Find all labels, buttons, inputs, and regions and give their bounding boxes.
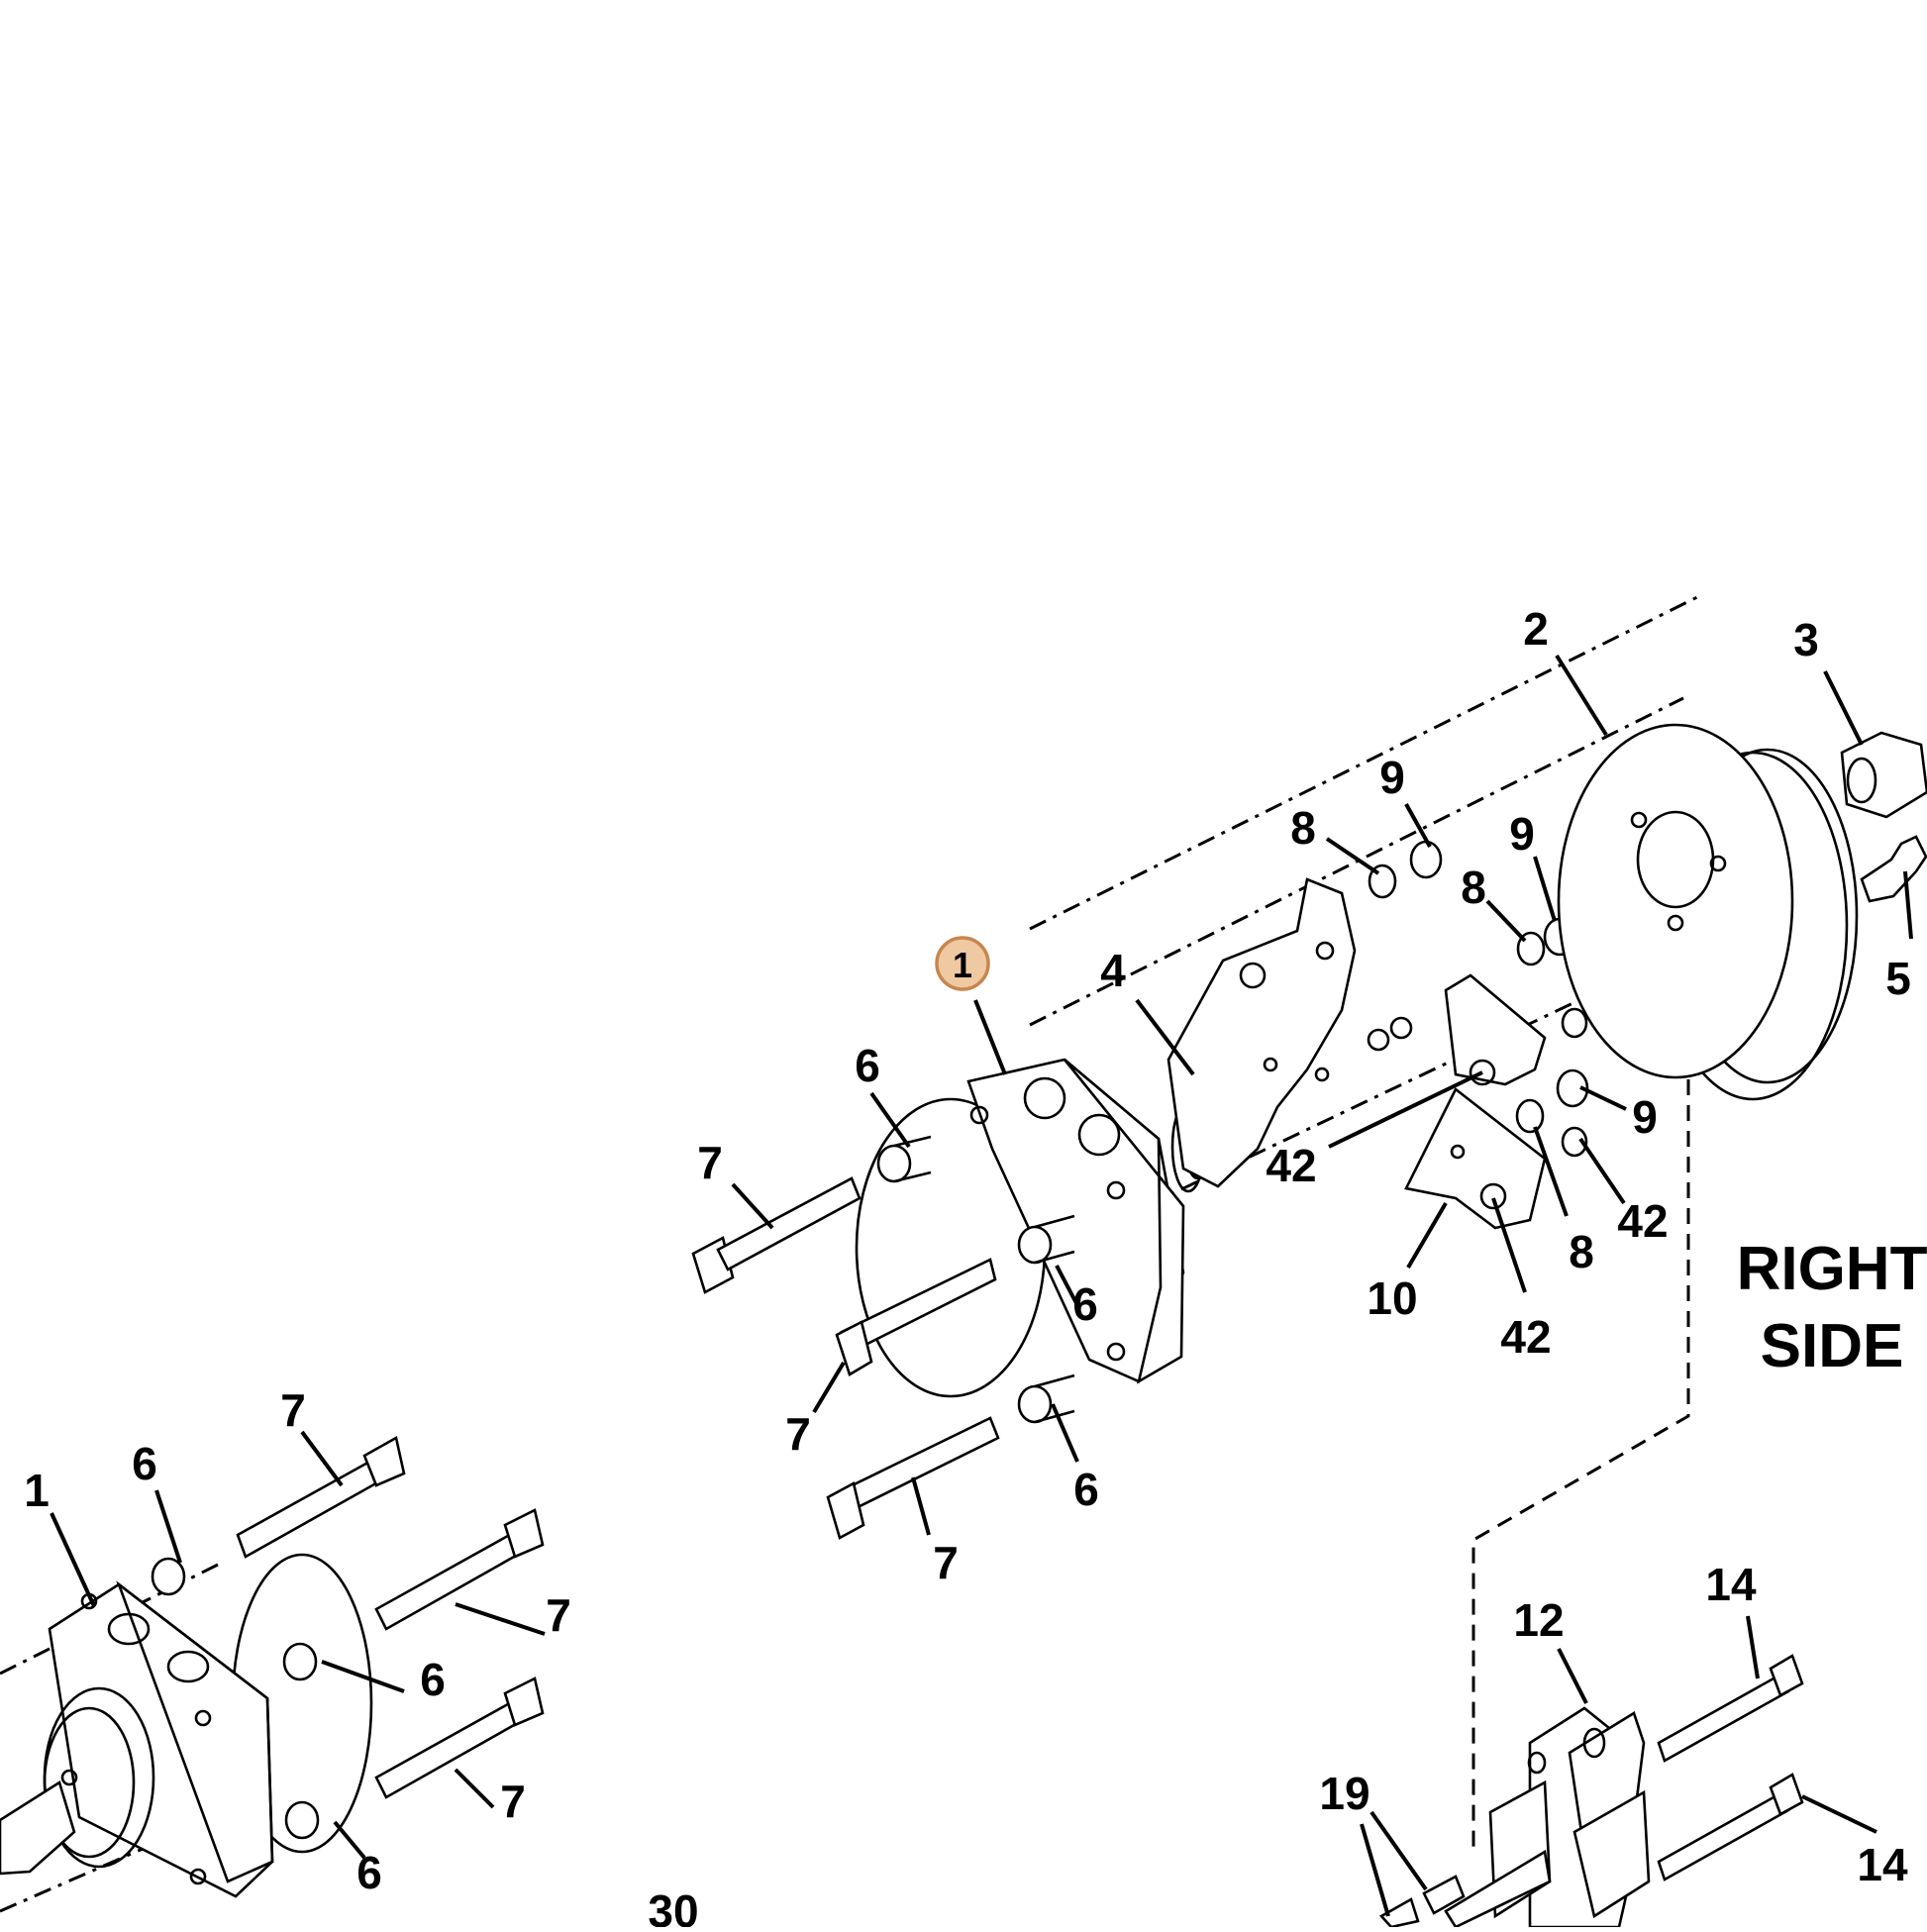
callout-8: 8 [1569,1226,1594,1277]
bolts-and-spacers [691,1135,1075,1540]
callouts: 2 3 4 5 6 6 6 7 7 7 8 8 8 9 9 9 10 42 42… [24,603,1911,1932]
hotspot-item-1[interactable]: 1 [935,936,990,991]
callout-19: 19 [1319,1768,1369,1819]
callout-30: 30 [648,1885,698,1927]
callout-3: 3 [1793,614,1819,665]
section-label-line2: SIDE [1761,1312,1904,1380]
callout-6: 6 [1072,1278,1098,1330]
callout-7: 7 [697,1137,723,1188]
callout-9: 9 [1379,752,1405,803]
callout-12: 12 [1513,1594,1564,1646]
callout-7: 7 [280,1384,306,1436]
callout-1: 1 [24,1465,50,1516]
callout-7: 7 [546,1589,571,1641]
callout-6: 6 [132,1438,157,1489]
callout-6: 6 [356,1847,382,1898]
grease-fitting [1860,835,1927,903]
linkage-assembly [1378,1654,1804,1929]
callout-6: 6 [1073,1464,1099,1515]
callout-9: 9 [1509,808,1535,860]
callout-5: 5 [1885,953,1911,1004]
callout-14: 14 [1705,1559,1757,1610]
callout-42: 42 [1617,1195,1668,1247]
left-motor [0,1436,545,1898]
section-label: RIGHT SIDE [1737,1235,1927,1380]
mounting-plate [1166,877,1547,1230]
callout-7: 7 [785,1408,811,1460]
section-label-line1: RIGHT [1737,1235,1927,1303]
pulley [1557,723,1859,1101]
callout-8: 8 [1290,802,1316,854]
callout-42: 42 [1500,1311,1551,1363]
callout-42: 42 [1266,1140,1316,1191]
callout-4: 4 [1100,945,1126,996]
callout-9: 9 [1632,1091,1658,1143]
callout-7: 7 [500,1776,526,1827]
callout-2: 2 [1523,603,1549,655]
callout-6: 6 [420,1654,446,1705]
callout-8: 8 [1461,862,1486,913]
hotspot-circle [935,936,990,991]
callout-14: 14 [1857,1839,1908,1890]
callout-10: 10 [1367,1272,1417,1324]
callout-7: 7 [933,1537,959,1588]
callout-6: 6 [855,1040,880,1091]
leader-lines [50,654,1913,1917]
hotspot-label: 1 [953,945,972,985]
hub-nut [1840,731,1927,819]
